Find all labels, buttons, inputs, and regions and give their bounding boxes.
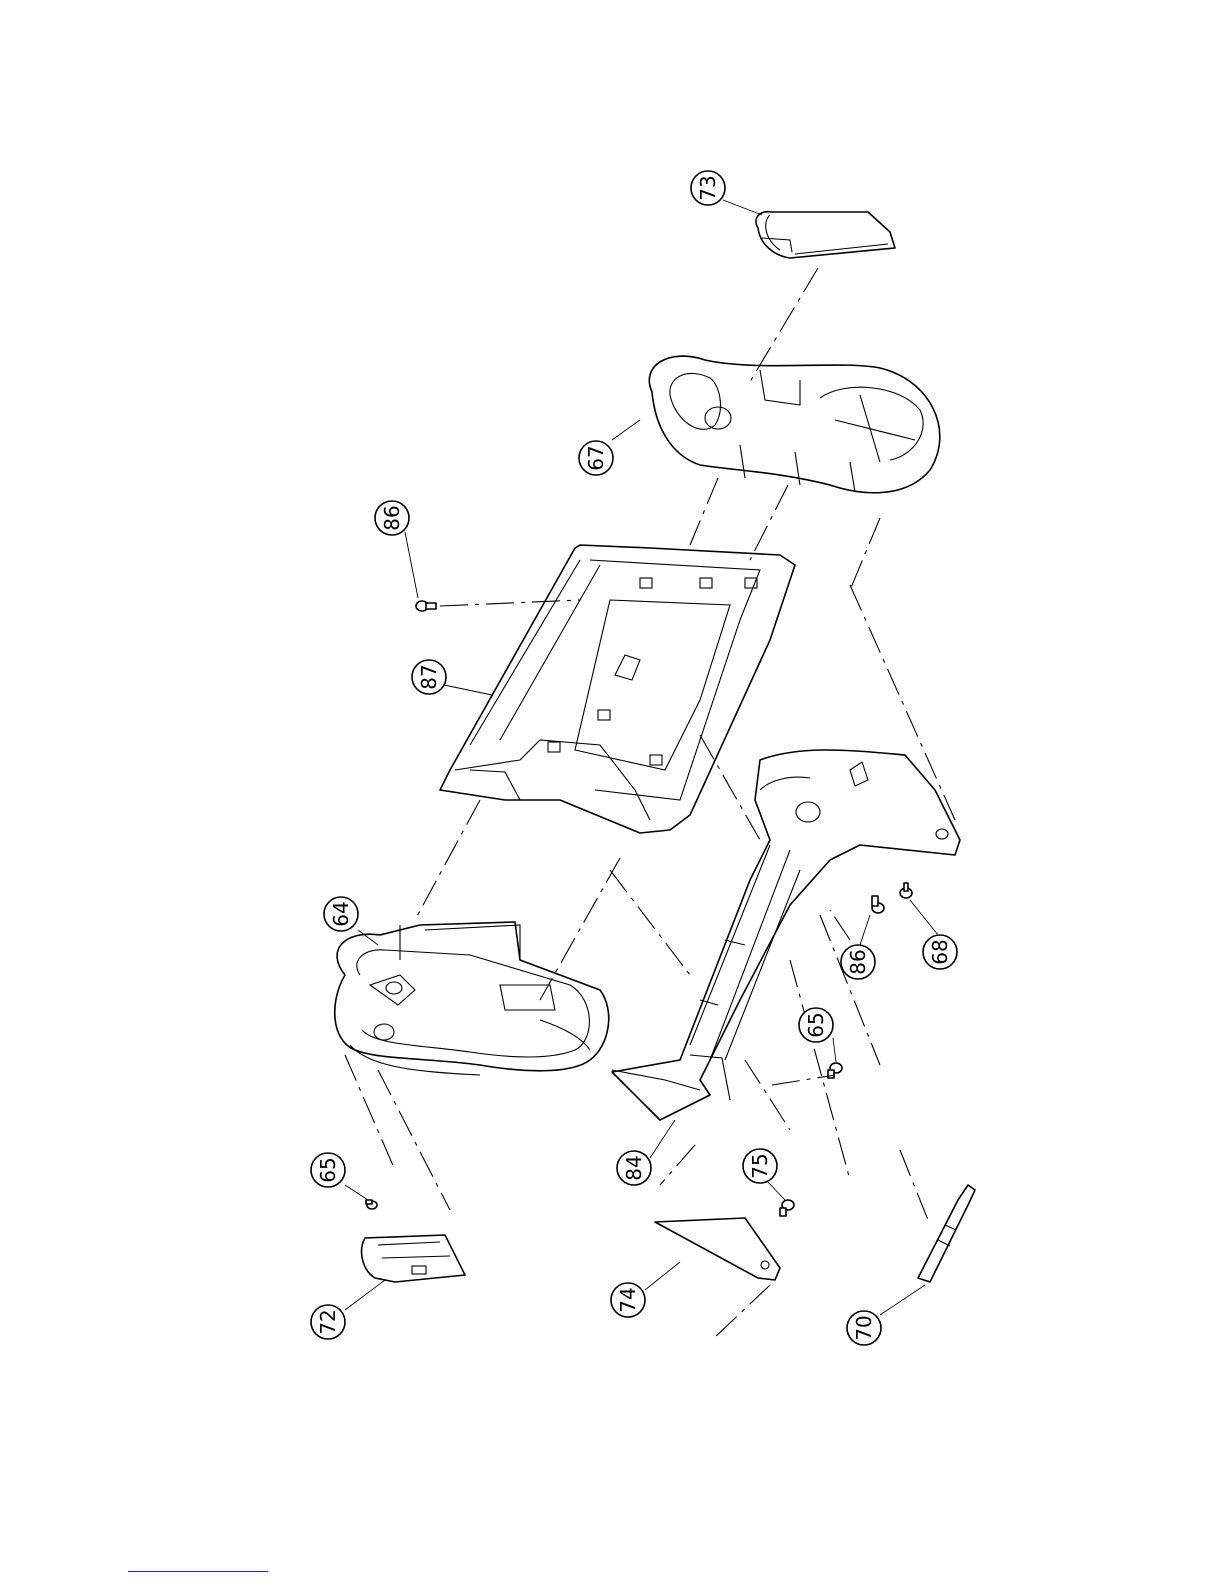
callout-label: 84 xyxy=(622,1155,646,1180)
callout-74: 74 xyxy=(611,1283,645,1317)
screw-86-top xyxy=(416,601,436,611)
callout-65-right: 65 xyxy=(799,1008,833,1042)
part-64-side-cover xyxy=(335,922,609,1075)
callout-86-top: 86 xyxy=(375,501,409,535)
screw-68 xyxy=(900,883,912,898)
callout-label: 65 xyxy=(316,1157,340,1182)
part-70-pin xyxy=(918,1185,975,1282)
part-67-handle-cover xyxy=(649,356,939,493)
part-87-main-frame xyxy=(440,545,795,833)
callout-label: 74 xyxy=(616,1287,640,1312)
callout-73: 73 xyxy=(691,171,725,205)
callout-label: 64 xyxy=(329,901,353,926)
callout-86-right: 86 xyxy=(841,945,875,979)
callout-87: 87 xyxy=(412,660,446,694)
callout-label: 87 xyxy=(417,664,441,689)
callout-65-left: 65 xyxy=(311,1153,345,1187)
callout-label: 72 xyxy=(316,1309,340,1334)
callout-72: 72 xyxy=(311,1305,345,1339)
callout-label: 73 xyxy=(696,175,720,200)
part-72-bracket xyxy=(362,1235,465,1282)
part-74-plate xyxy=(655,1218,780,1280)
callout-label: 68 xyxy=(928,939,952,964)
screw-75 xyxy=(780,1200,794,1216)
callout-84: 84 xyxy=(617,1151,651,1185)
part-73-end-cap xyxy=(756,212,895,258)
callout-68: 68 xyxy=(923,935,957,969)
callout-64: 64 xyxy=(324,897,358,931)
screw-65-left xyxy=(366,1200,377,1209)
callout-75: 75 xyxy=(743,1149,777,1183)
callout-label: 86 xyxy=(846,949,870,974)
callout-67: 67 xyxy=(579,441,613,475)
callout-label: 70 xyxy=(852,1315,876,1340)
screw-86-right xyxy=(872,896,884,913)
callout-70: 70 xyxy=(847,1311,881,1345)
footer-link-underline[interactable] xyxy=(128,1571,268,1572)
callout-label: 65 xyxy=(804,1012,828,1037)
callout-label: 75 xyxy=(748,1153,772,1178)
callout-label: 67 xyxy=(584,445,608,470)
callout-label: 86 xyxy=(380,505,404,530)
